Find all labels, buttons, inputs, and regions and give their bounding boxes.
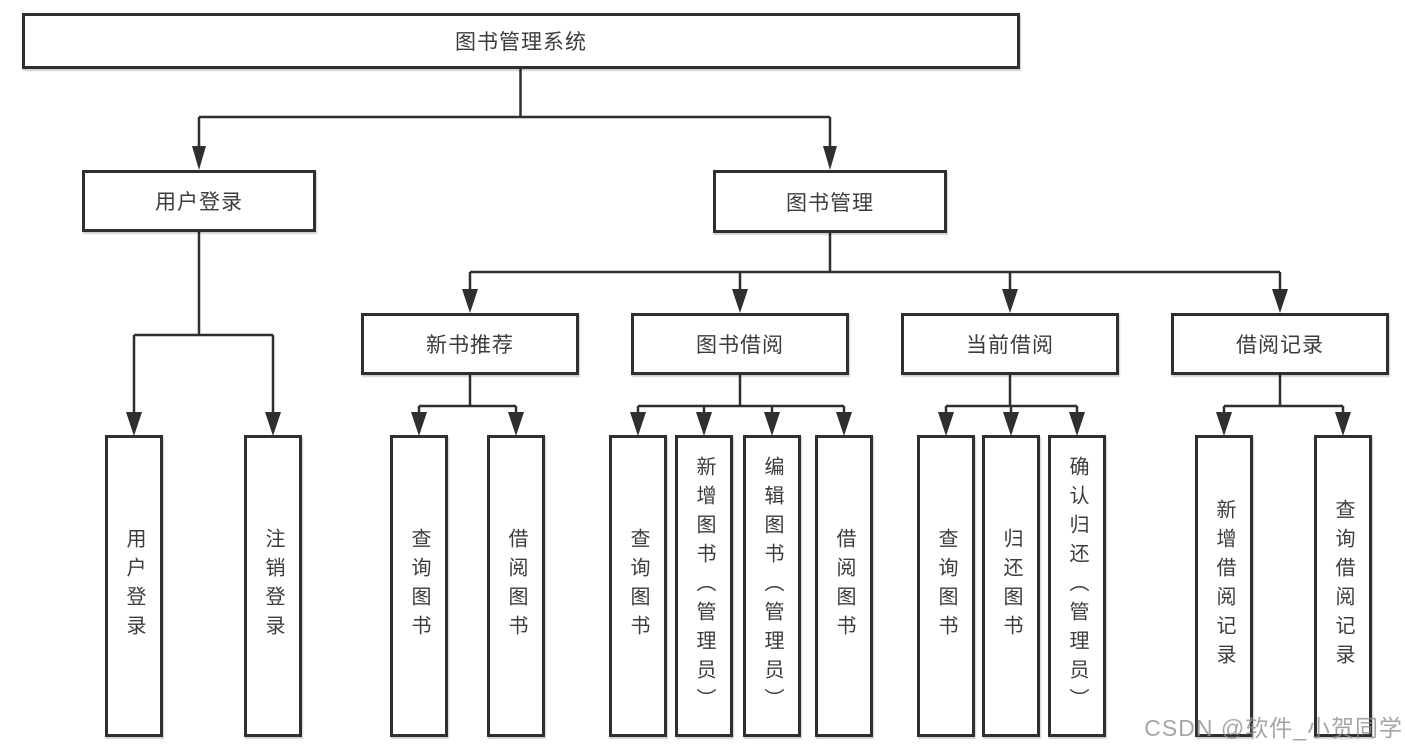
- leaf-add-books-admin-label: 新增图书（管理员）: [693, 455, 715, 717]
- node-borrow-records-label: 借阅记录: [1236, 334, 1324, 357]
- leaf-borrow-query-books: 查询图书: [609, 435, 667, 737]
- node-user-login-label: 用户登录: [155, 191, 243, 214]
- connector-current-borrow-to-leaves: [944, 375, 1079, 414]
- leaf-return-books: 归还图书: [982, 435, 1040, 737]
- connector-user-login-to-leaves: [132, 232, 275, 414]
- leaf-borrow-books-label: 借阅图书: [833, 528, 855, 644]
- leaf-query-borrow-record: 查询借阅记录: [1314, 435, 1372, 737]
- node-borrow-records: 借阅记录: [1171, 313, 1389, 375]
- leaf-edit-books-admin-label: 编辑图书（管理员）: [761, 455, 783, 717]
- leaf-query-borrow-record-label: 查询借阅记录: [1332, 499, 1354, 673]
- node-book-borrow: 图书借阅: [631, 313, 849, 375]
- connector-book-management-to-level3: [468, 233, 1282, 291]
- leaf-logout-label: 注销登录: [262, 528, 284, 644]
- leaf-user-login-label: 用户登录: [123, 528, 145, 644]
- node-current-borrow-label: 当前借阅: [966, 334, 1054, 357]
- connector-book-borrow-to-leaves: [636, 375, 846, 414]
- leaf-confirm-return-admin: 确认归还（管理员）: [1048, 435, 1106, 737]
- watermark-text: CSDN @软件_小贺同学: [1144, 715, 1403, 741]
- leaf-recommend-query-books: 查询图书: [390, 435, 448, 737]
- node-new-book-recommend: 新书推荐: [361, 313, 579, 375]
- node-library-system-label: 图书管理系统: [455, 31, 587, 54]
- leaf-add-borrow-record: 新增借阅记录: [1195, 435, 1253, 737]
- leaf-edit-books-admin: 编辑图书（管理员）: [743, 435, 801, 737]
- node-book-borrow-label: 图书借阅: [696, 334, 784, 357]
- arrowheads: [126, 146, 1351, 436]
- leaf-confirm-return-admin-label: 确认归还（管理员）: [1066, 455, 1088, 717]
- leaf-current-query-books: 查询图书: [917, 435, 975, 737]
- leaf-borrow-query-books-label: 查询图书: [627, 528, 649, 644]
- leaf-recommend-borrow-books-label: 借阅图书: [505, 528, 527, 644]
- leaf-user-login: 用户登录: [105, 435, 163, 737]
- node-current-borrow: 当前借阅: [901, 313, 1119, 375]
- leaf-logout: 注销登录: [244, 435, 302, 737]
- leaf-borrow-books: 借阅图书: [815, 435, 873, 737]
- connector-new-book-recommend-to-leaves: [417, 375, 518, 414]
- node-book-management: 图书管理: [713, 170, 947, 233]
- node-new-book-recommend-label: 新书推荐: [426, 334, 514, 357]
- leaf-recommend-query-books-label: 查询图书: [408, 528, 430, 644]
- leaf-add-books-admin: 新增图书（管理员）: [675, 435, 733, 737]
- leaf-current-query-books-label: 查询图书: [935, 528, 957, 644]
- node-library-system: 图书管理系统: [22, 13, 1020, 69]
- node-book-management-label: 图书管理: [786, 191, 874, 215]
- connector-root-to-level2: [197, 69, 832, 148]
- leaf-add-borrow-record-label: 新增借阅记录: [1213, 499, 1235, 673]
- connector-borrow-records-to-leaves: [1222, 375, 1345, 414]
- leaf-return-books-label: 归还图书: [1000, 528, 1022, 644]
- leaf-recommend-borrow-books: 借阅图书: [487, 435, 545, 737]
- node-user-login: 用户登录: [82, 170, 316, 232]
